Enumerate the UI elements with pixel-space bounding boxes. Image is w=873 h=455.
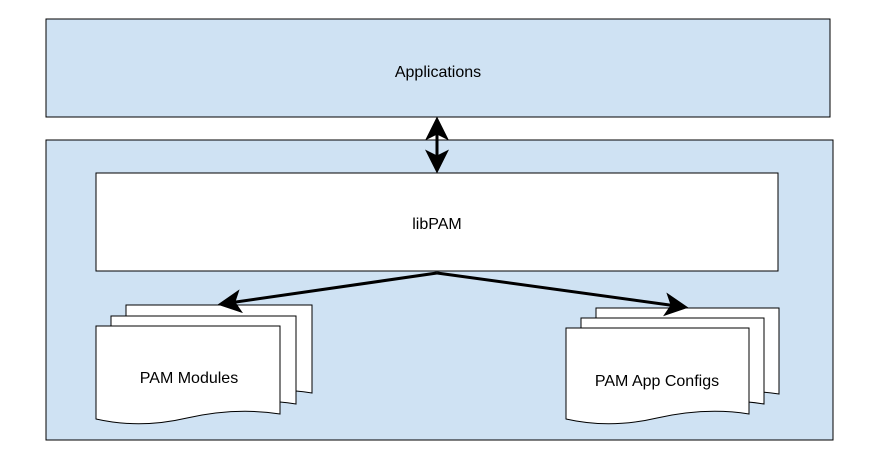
applications-box: Applications [45, 18, 831, 118]
pam-app-configs-stack: PAM App Configs [565, 307, 780, 425]
libpam-to-configs-arrow [436, 271, 689, 317]
libpam-to-modules-arrow [217, 271, 438, 314]
libpam-label: libPAM [412, 216, 462, 233]
pam-app-configs-label: PAM App Configs [595, 373, 719, 390]
libpam-box: libPAM [95, 172, 779, 272]
applications-label: Applications [395, 64, 481, 81]
pam-modules-stack: PAM Modules [95, 304, 313, 425]
pam-modules-label: PAM Modules [140, 370, 238, 387]
